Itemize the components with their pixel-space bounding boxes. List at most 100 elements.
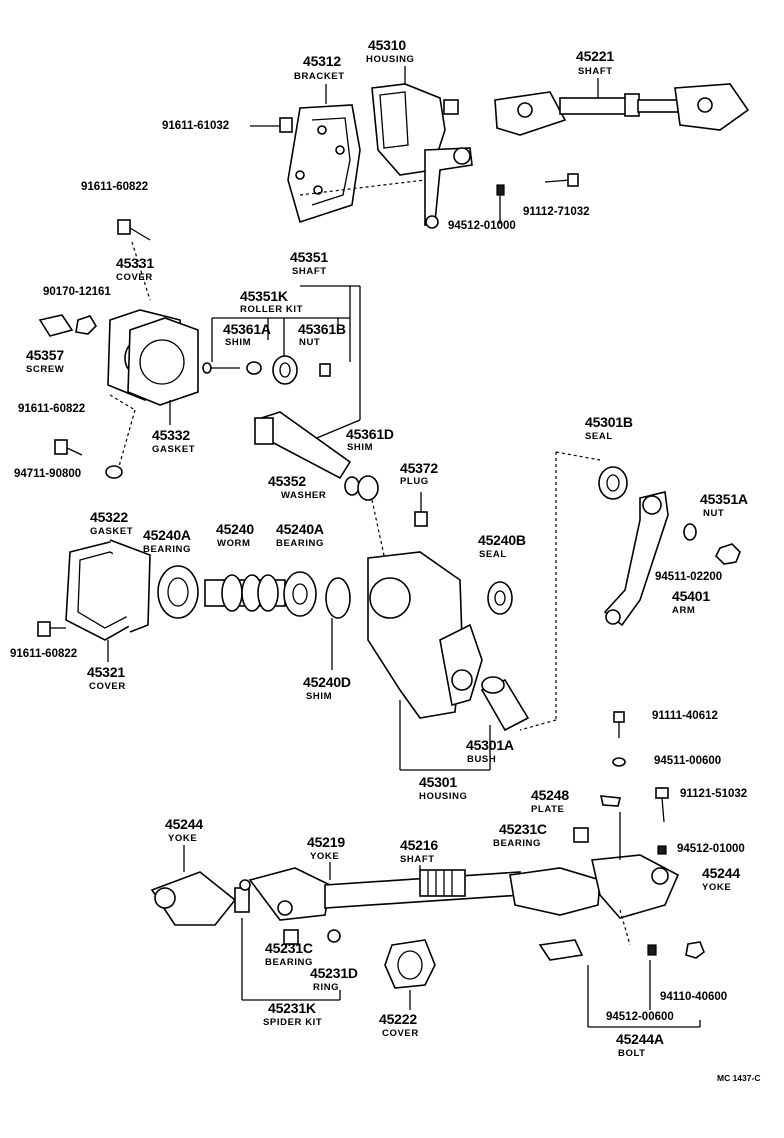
yoke-45244-right [509, 854, 680, 919]
bearing-45231C-bottom [283, 929, 299, 945]
label-45219-name: YOKE [310, 851, 340, 862]
label-45310-name: HOUSING [366, 54, 415, 65]
label-45321-num: 45321 [87, 664, 125, 680]
seal-45240B [487, 581, 513, 615]
label-45351A-name: NUT [703, 508, 725, 519]
nut-94512-01000 [496, 184, 505, 196]
plate-45248 [599, 795, 621, 807]
label-45361A-name: SHIM [225, 337, 252, 348]
label-45216-num: 45216 [400, 837, 438, 853]
label-45240A-2-num: 45240A [276, 521, 324, 537]
shaft-45221 [494, 78, 750, 136]
label-45301A-name: BUSH [467, 754, 497, 765]
nut-94512-00600 [647, 944, 657, 956]
partno-n: 94110-40600 [660, 991, 728, 1003]
label-45331-name: COVER [116, 272, 153, 283]
shim-45361A [246, 361, 262, 375]
label-45401-num: 45401 [672, 588, 710, 604]
label-45352-name: WASHER [281, 490, 327, 501]
label-45240-num: 45240 [216, 521, 254, 537]
partno-g: 94711-90800 [14, 468, 82, 480]
label-45244-1-num: 45244 [165, 816, 203, 832]
shim-45361D [357, 475, 379, 501]
label-45301A-num: 45301A [466, 737, 514, 753]
partno-k: 94511-00600 [654, 755, 722, 767]
label-45372-name: PLUG [400, 476, 429, 487]
label-45361B-name: NUT [299, 337, 321, 348]
partno-a: 91611-61032 [162, 120, 230, 132]
label-45372-num: 45372 [400, 460, 438, 476]
label-45357-name: SCREW [26, 364, 65, 375]
bolt-91111-40612 [613, 711, 625, 738]
label-45240D-num: 45240D [303, 674, 351, 690]
nut-94512-01000-b [657, 845, 667, 855]
label-45244-1-name: YOKE [168, 833, 198, 844]
label-45332-name: GASKET [152, 444, 196, 455]
label-45231C-2-name: BEARING [265, 957, 314, 968]
drawing-code: MC 1437-C [717, 1073, 761, 1083]
label-45351-num: 45351 [290, 249, 328, 265]
spider-45231K [234, 879, 251, 913]
label-45248-num: 45248 [531, 787, 569, 803]
partno-o: 94512-00600 [606, 1011, 674, 1023]
partno-j: 91111-40612 [652, 710, 718, 722]
label-45244A-name: BOLT [618, 1048, 646, 1059]
label-45231D-name: RING [313, 982, 340, 993]
label-45222-num: 45222 [379, 1011, 417, 1027]
label-45321-name: COVER [89, 681, 126, 692]
ring-45231D [327, 929, 341, 943]
partno-e: 90170-12161 [43, 286, 111, 298]
label-45357-num: 45357 [26, 347, 64, 363]
label-45231C-1-name: BEARING [493, 838, 542, 849]
label-45301-name: HOUSING [419, 791, 468, 802]
cover-45222 [384, 939, 436, 989]
label-45331-num: 45331 [116, 255, 154, 271]
label-45240B-num: 45240B [478, 532, 526, 548]
shim-45240D [325, 577, 351, 619]
label-45240A-1-num: 45240A [143, 527, 191, 543]
nut-45351A [715, 543, 741, 565]
bolt-91611-60822-top [117, 219, 151, 241]
plug-45372 [414, 511, 428, 527]
bolt-91611-60822-low [37, 621, 66, 637]
washer-45352 [344, 476, 360, 496]
label-45332-num: 45332 [152, 427, 190, 443]
shaft-45216 [324, 869, 523, 909]
label-45322-num: 45322 [90, 509, 128, 525]
partno-i: 91611-60822 [10, 648, 78, 660]
bearing-45240A-right [283, 571, 317, 617]
label-45361A-num: 45361A [223, 321, 271, 337]
label-45240D-name: SHIM [306, 691, 333, 702]
bracket-45312 [287, 84, 361, 224]
label-45312-num: 45312 [303, 53, 341, 69]
label-45351K-num: 45351K [240, 288, 288, 304]
label-45248-name: PLATE [531, 804, 565, 815]
partno-m: 94512-01000 [677, 843, 745, 855]
label-45244-2-num: 45244 [702, 865, 740, 881]
housing-45301 [367, 551, 483, 719]
bolt-91121-51032 [655, 787, 669, 823]
housing-45310 [371, 66, 473, 229]
arm-45401 [603, 491, 669, 627]
bolt-91112-71032 [544, 173, 579, 187]
label-45301B-num: 45301B [585, 414, 633, 430]
nut-94110-40600 [685, 941, 705, 959]
label-45401-name: ARM [672, 605, 696, 616]
bolt-45244A [538, 939, 584, 961]
label-45351A-num: 45351A [700, 491, 748, 507]
label-45231C-2-num: 45231C [265, 940, 313, 956]
label-45301B-name: SEAL [585, 431, 613, 442]
partno-h: 94511-02200 [655, 571, 723, 583]
label-45361D-name: SHIM [347, 442, 374, 453]
label-45361B-num: 45361B [298, 321, 346, 337]
worm-45240 [204, 574, 286, 612]
partno-c: 94512-01000 [448, 220, 516, 232]
label-45231K-name: SPIDER KIT [263, 1017, 323, 1028]
label-45221-num: 45221 [576, 48, 614, 64]
screw-45357 [38, 314, 74, 337]
washer-94511-00600 [612, 757, 626, 767]
gasket-45322 [109, 539, 151, 633]
label-45231K-num: 45231K [268, 1000, 316, 1016]
